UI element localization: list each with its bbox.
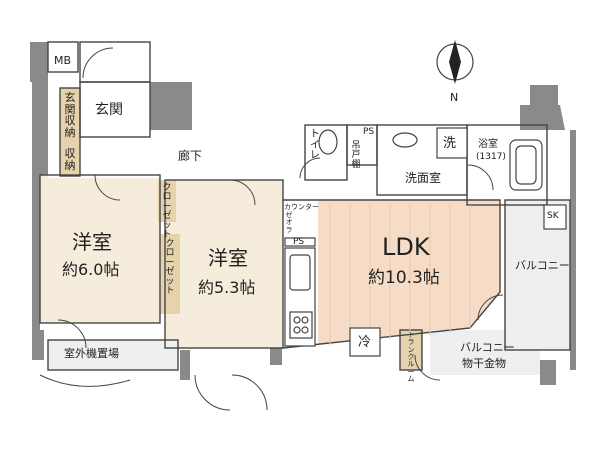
closet-2-label: クローゼット (165, 239, 175, 297)
western-1-label: 洋室 (72, 230, 112, 254)
ps-kitchen-label: PS (293, 237, 305, 247)
corridor-label: 廊下 (178, 149, 203, 163)
sk-label: SK (547, 211, 559, 221)
bath-label: 浴室 (478, 139, 498, 150)
bath-size-label: (1317) (476, 152, 506, 162)
counter-label: カウンター (284, 203, 319, 211)
walls (30, 42, 576, 385)
balcony-right-label: バルコニー (515, 259, 570, 272)
compass-icon (436, 40, 474, 84)
outdoor-unit-label: 室外機置場 (64, 347, 119, 360)
washroom-label: 洗面室 (405, 171, 442, 185)
bath-fixtures (318, 127, 567, 230)
compass-label: N (450, 91, 459, 104)
drying-label: 物干金物 (462, 357, 506, 370)
toilet-label: トイレ (310, 129, 320, 161)
genkan-storage-label: 玄関収納 (64, 91, 76, 139)
wash-symbol-label: 洗 (443, 136, 457, 151)
hanger-label: 吊戸棚 (351, 141, 361, 170)
ldk-size-label: 約10.3帖 (368, 268, 440, 288)
ldk-parquet (329, 205, 471, 345)
trunk-room-label: トランクルーム (407, 331, 415, 384)
genkan-label: 玄関 (95, 102, 123, 118)
ldk-label: LDK (382, 233, 430, 261)
kitchen (284, 237, 381, 357)
zerohin-label: ゼオラ (285, 211, 293, 234)
wall-lines (39, 41, 571, 371)
balcony-bottom-label: バルコニー (460, 341, 515, 354)
western-1-size-label: 約6.0帖 (62, 260, 120, 279)
doors (39, 47, 504, 411)
western-2-size-label: 約5.3帖 (198, 278, 256, 297)
ps-top-label: PS (363, 127, 375, 137)
storage-small-label: 収納 (64, 147, 76, 172)
closet-1-label: クローゼット (162, 183, 172, 241)
fridge-label: 冷 (358, 335, 372, 350)
western-2-label: 洋室 (208, 246, 248, 270)
floors (40, 82, 570, 375)
mb-label: MB (54, 54, 72, 67)
